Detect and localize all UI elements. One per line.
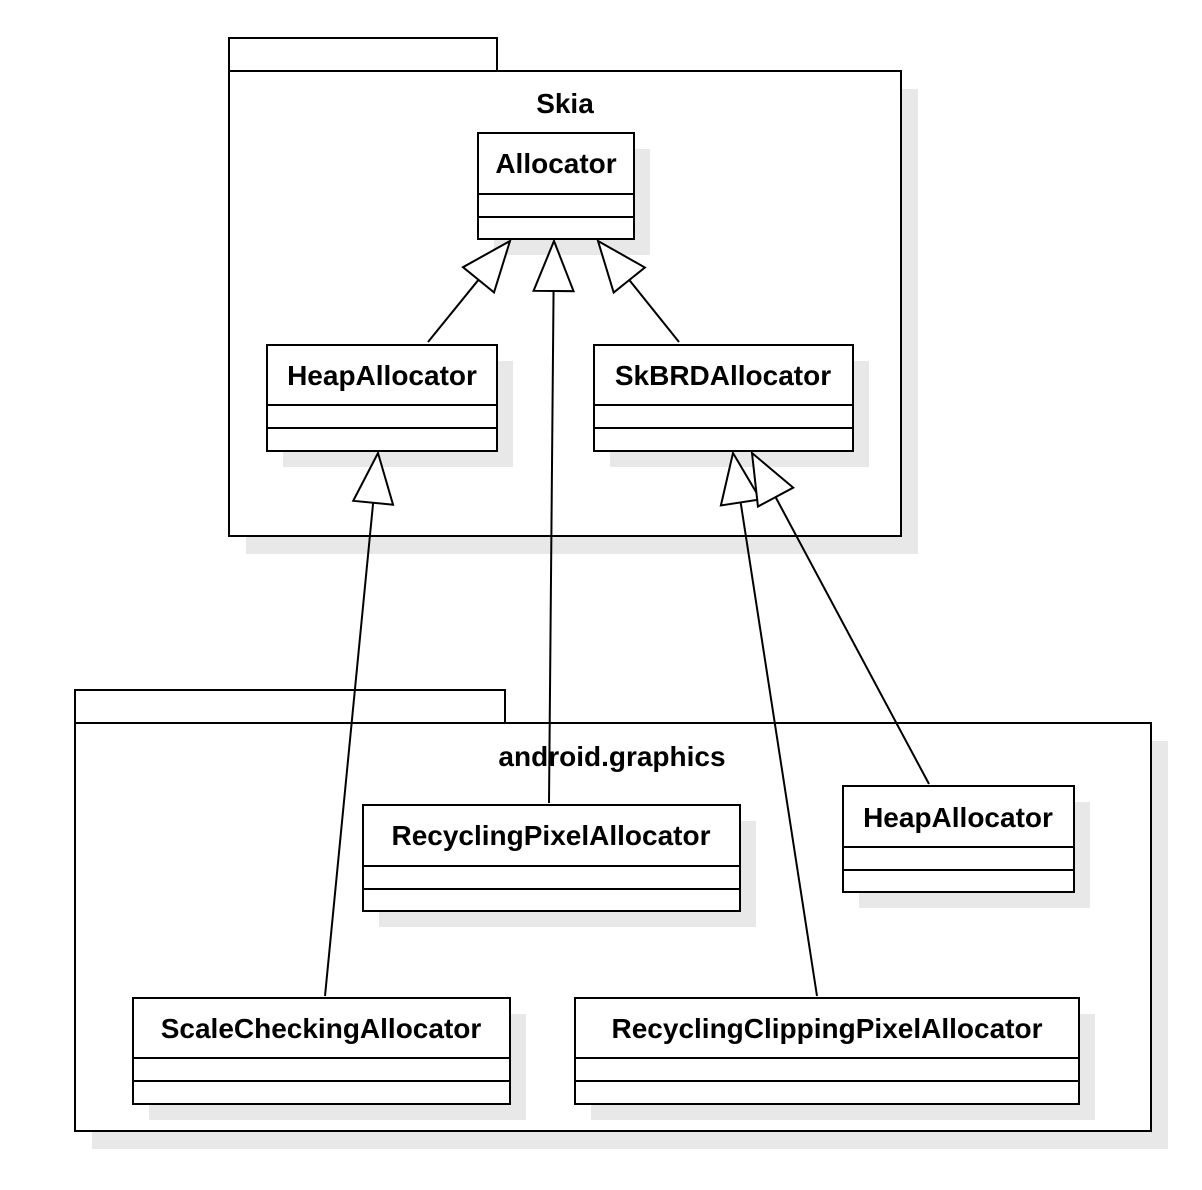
package-skia: Skia bbox=[228, 37, 918, 554]
package-title-skia: Skia bbox=[536, 88, 594, 119]
arrow-skbrd-to-allocator bbox=[596, 238, 680, 343]
class-skia-heap-allocator: HeapAllocator bbox=[266, 344, 513, 467]
class-name-skia-heap-allocator: HeapAllocator bbox=[287, 360, 477, 391]
generalization-arrowhead bbox=[596, 238, 647, 295]
generalization-line bbox=[774, 496, 930, 785]
generalization-line bbox=[324, 502, 375, 997]
class-name-skbrd-allocator: SkBRDAllocator bbox=[615, 360, 831, 391]
arrow-recycling-clipping-to-skbrd bbox=[719, 450, 818, 997]
class-name-recycling-clipping-pixel-allocator: RecyclingClippingPixelAllocator bbox=[612, 1013, 1043, 1044]
class-skbrd-allocator: SkBRDAllocator bbox=[593, 344, 869, 467]
package-title-android-graphics: android.graphics bbox=[498, 741, 725, 772]
arrow-scale-checking-to-skia-heap bbox=[324, 450, 395, 997]
generalization-line bbox=[739, 502, 818, 997]
class-android-heap-allocator: HeapAllocator bbox=[842, 785, 1090, 908]
class-allocator: Allocator bbox=[477, 132, 650, 255]
arrow-skia-heap-to-allocator bbox=[427, 238, 512, 343]
class-scale-checking-allocator: ScaleCheckingAllocator bbox=[132, 997, 526, 1120]
class-name-android-heap-allocator: HeapAllocator bbox=[863, 802, 1053, 833]
generalization-arrowhead bbox=[461, 238, 512, 295]
generalization-arrowhead bbox=[351, 450, 395, 506]
class-name-allocator: Allocator bbox=[495, 148, 616, 179]
generalization-line bbox=[427, 279, 480, 343]
class-name-recycling-pixel-allocator: RecyclingPixelAllocator bbox=[391, 820, 710, 851]
generalization-arrowhead bbox=[719, 450, 763, 507]
class-recycling-clipping-pixel-allocator: RecyclingClippingPixelAllocator bbox=[574, 997, 1095, 1120]
arrow-recycling-pixel-to-allocator bbox=[532, 238, 576, 804]
generalization-line bbox=[548, 290, 555, 804]
generalization-arrows bbox=[324, 238, 930, 997]
arrow-android-heap-to-skbrd bbox=[750, 450, 930, 785]
class-name-scale-checking-allocator: ScaleCheckingAllocator bbox=[161, 1013, 482, 1044]
generalization-line bbox=[628, 279, 680, 343]
generalization-arrowhead bbox=[532, 238, 576, 293]
generalization-arrowhead bbox=[750, 450, 795, 509]
class-recycling-pixel-allocator: RecyclingPixelAllocator bbox=[362, 804, 756, 927]
